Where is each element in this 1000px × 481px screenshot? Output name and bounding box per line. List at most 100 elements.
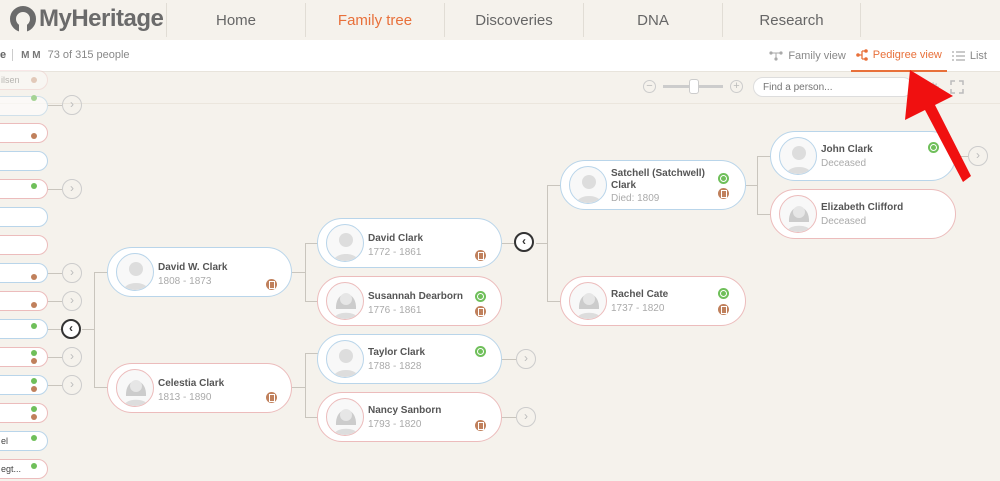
- nav-family-tree[interactable]: Family tree: [305, 3, 444, 37]
- zoom-slider[interactable]: [663, 79, 723, 94]
- left-person-card[interactable]: [0, 179, 48, 199]
- person-card-david-w-clark[interactable]: David W. Clark 1808 - 1873: [107, 247, 292, 297]
- smart-match-badge-icon[interactable]: [475, 346, 486, 357]
- expand-arrow-button[interactable]: ›: [62, 347, 82, 367]
- smart-match-badge-icon[interactable]: [928, 142, 939, 153]
- family-view-label: Family view: [788, 50, 846, 62]
- record-badge-icon[interactable]: [266, 392, 277, 403]
- expand-arrow-button[interactable]: ›: [62, 95, 82, 115]
- person-card-rachel-cate[interactable]: Rachel Cate 1737 - 1820: [560, 276, 746, 326]
- record-dot: [31, 414, 37, 420]
- record-dot: [31, 77, 37, 83]
- female-avatar-icon: [116, 369, 154, 407]
- left-person-card[interactable]: [0, 291, 48, 311]
- record-badge-icon[interactable]: [266, 279, 277, 290]
- person-dates: 1776 - 1861: [368, 305, 422, 316]
- find-person-input[interactable]: [753, 77, 913, 97]
- expand-arrow-button[interactable]: ›: [62, 179, 82, 199]
- record-badge-icon[interactable]: [718, 304, 729, 315]
- left-person-card[interactable]: [0, 207, 48, 227]
- left-person-card[interactable]: el: [0, 431, 48, 451]
- left-person-card[interactable]: [0, 319, 48, 339]
- record-badge-icon[interactable]: [475, 250, 486, 261]
- left-person-card[interactable]: [0, 347, 48, 367]
- female-avatar-icon: [779, 195, 817, 233]
- person-card-elizabeth-clifford[interactable]: Elizabeth Clifford Deceased: [770, 189, 956, 239]
- left-person-name: el: [1, 436, 9, 446]
- collapse-arrow-button[interactable]: ‹: [61, 319, 81, 339]
- zoom-slider-thumb[interactable]: [689, 79, 699, 94]
- left-person-card[interactable]: [0, 263, 48, 283]
- record-badge-icon[interactable]: [475, 420, 486, 431]
- person-card-john-clark[interactable]: John Clark Deceased: [770, 131, 956, 181]
- smart-match-badge-icon[interactable]: [718, 288, 729, 299]
- expand-arrow-button[interactable]: ›: [516, 349, 536, 369]
- view-switcher: Family view Pedigree view List: [764, 40, 992, 72]
- expand-arrow-button[interactable]: ›: [968, 146, 988, 166]
- person-dates: 1788 - 1828: [368, 361, 422, 372]
- person-name: John Clark: [821, 144, 873, 155]
- zoom-out-button[interactable]: −: [643, 80, 656, 93]
- expand-arrow-button[interactable]: ›: [516, 407, 536, 427]
- nav-dna[interactable]: DNA: [583, 3, 722, 37]
- person-dates: 1808 - 1873: [158, 276, 212, 287]
- person-card-taylor-clark[interactable]: Taylor Clark 1788 - 1828: [317, 334, 502, 384]
- smart-match-badge-icon[interactable]: [475, 291, 486, 302]
- person-name: Susannah Dearborn: [368, 291, 464, 302]
- family-view-icon: [769, 51, 783, 61]
- record-badge-icon[interactable]: [475, 306, 486, 317]
- person-dates: Deceased: [821, 158, 867, 169]
- pedigree-canvas[interactable]: ilsen el egt... › › › › ‹ › › David W. C…: [0, 70, 1000, 481]
- left-person-card[interactable]: [0, 403, 48, 423]
- record-dot: [31, 274, 37, 280]
- female-avatar-icon: [326, 282, 364, 320]
- left-person-card[interactable]: [0, 151, 48, 171]
- nav-discoveries[interactable]: Discoveries: [444, 3, 583, 37]
- expand-arrow-button[interactable]: ›: [62, 263, 82, 283]
- left-person-card[interactable]: [0, 235, 48, 255]
- match-dot: [31, 323, 37, 329]
- tree-owner-initials[interactable]: M M: [21, 49, 41, 61]
- person-card-satchell-clark[interactable]: Satchell (Satchwell) Clark Died: 1809: [560, 160, 746, 210]
- person-card-nancy-sanborn[interactable]: Nancy Sanborn 1793 - 1820: [317, 392, 502, 442]
- person-name: Nancy Sanborn: [368, 405, 442, 416]
- left-person-card[interactable]: egt...: [0, 459, 48, 479]
- tree-info: e M M 73 of 315 people: [0, 49, 130, 61]
- myheritage-logo[interactable]: MyHeritage: [10, 4, 164, 34]
- male-avatar-icon: [326, 224, 364, 262]
- match-dot: [31, 406, 37, 412]
- tab-pedigree-view[interactable]: Pedigree view: [850, 40, 947, 72]
- smart-match-badge-icon[interactable]: [718, 173, 729, 184]
- fullscreen-icon[interactable]: [950, 80, 964, 94]
- left-person-card[interactable]: ilsen: [0, 70, 48, 90]
- main-nav: Home Family tree Discoveries DNA Researc…: [166, 3, 861, 37]
- nav-home[interactable]: Home: [166, 3, 305, 37]
- pedigree-view-label: Pedigree view: [872, 49, 942, 61]
- list-view-label: List: [969, 50, 987, 62]
- person-card-susannah-dearborn[interactable]: Susannah Dearborn 1776 - 1861: [317, 276, 502, 326]
- person-dates: 1737 - 1820: [611, 303, 665, 314]
- tab-list-view[interactable]: List: [947, 40, 992, 72]
- left-person-name: ilsen: [1, 75, 20, 85]
- zoom-in-button[interactable]: +: [730, 80, 743, 93]
- expand-arrow-button[interactable]: ›: [62, 291, 82, 311]
- pedigree-view-icon: [855, 49, 868, 61]
- collapse-arrow-button[interactable]: ‹: [514, 232, 534, 252]
- left-person-card[interactable]: [0, 95, 48, 116]
- expand-arrow-button[interactable]: ›: [62, 375, 82, 395]
- match-dot: [31, 435, 37, 441]
- left-person-card[interactable]: [0, 123, 48, 143]
- tree-name[interactable]: e: [0, 49, 7, 61]
- person-name: Rachel Cate: [611, 289, 669, 300]
- person-name: David Clark: [368, 233, 424, 244]
- tab-family-view[interactable]: Family view: [764, 40, 850, 72]
- annotation-arrow-icon: [905, 70, 971, 182]
- nav-research[interactable]: Research: [722, 3, 861, 37]
- person-card-celestia-clark[interactable]: Celestia Clark 1813 - 1890: [107, 363, 292, 413]
- left-person-card[interactable]: [0, 375, 48, 395]
- match-dot: [31, 463, 37, 469]
- record-badge-icon[interactable]: [718, 188, 729, 199]
- person-card-david-clark[interactable]: David Clark 1772 - 1861: [317, 218, 502, 268]
- tree-subbar: e M M 73 of 315 people Family view Pedig…: [0, 40, 1000, 72]
- left-person-name: egt...: [1, 464, 22, 474]
